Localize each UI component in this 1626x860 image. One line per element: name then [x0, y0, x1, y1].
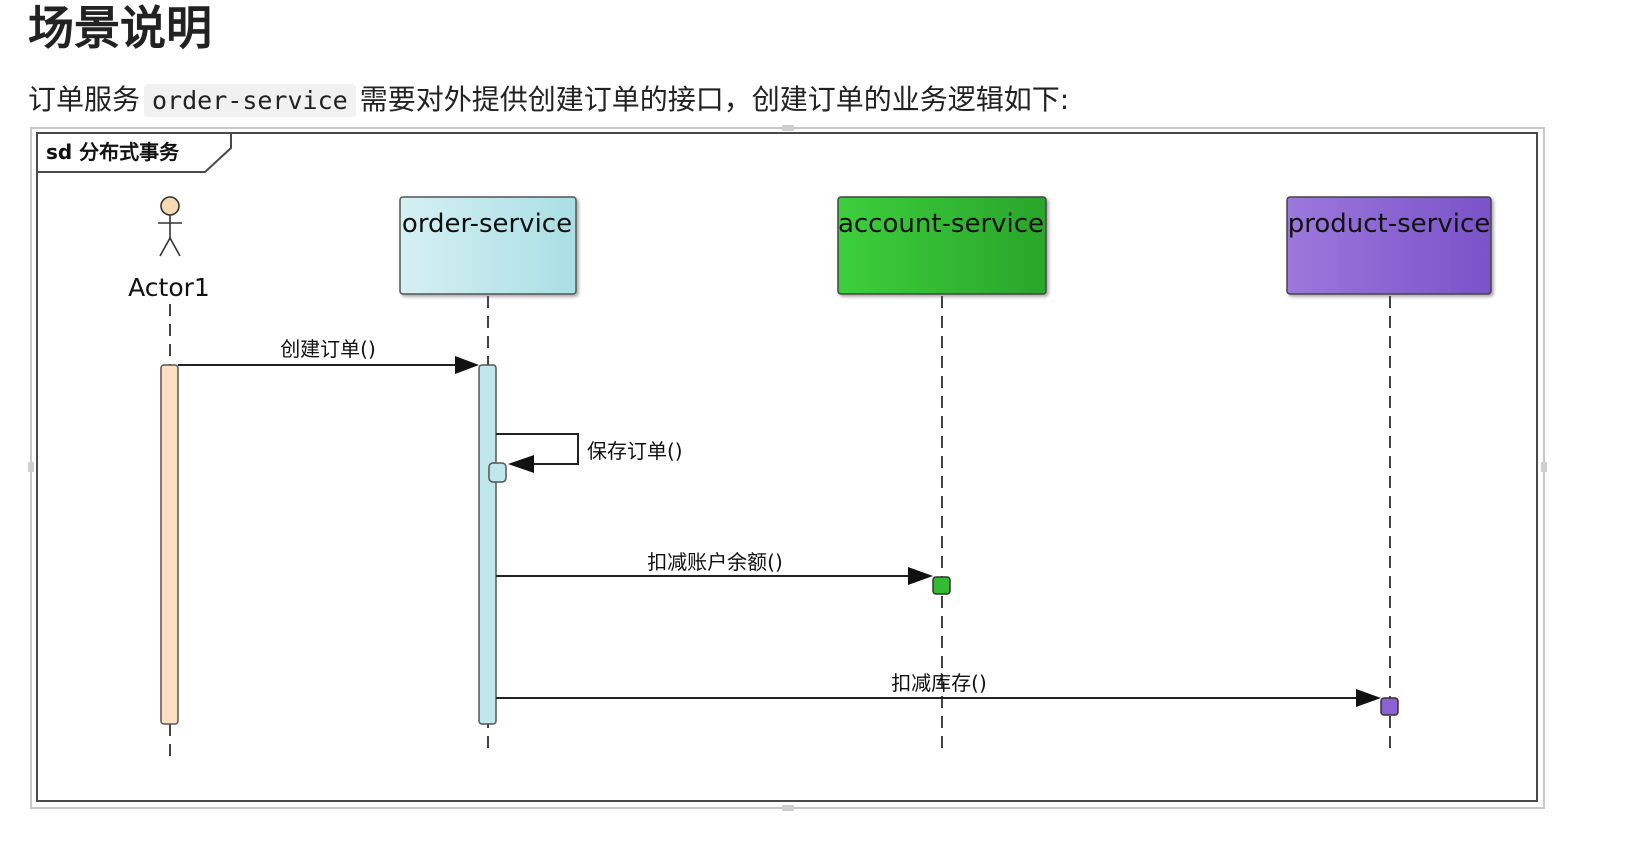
activation-bar-order-service — [478, 364, 497, 725]
message-arrow-create-order — [178, 356, 479, 374]
activation-product-service — [1380, 697, 1399, 716]
page-title: 场景说明 — [28, 1, 212, 55]
participant-box-product-service — [1286, 196, 1492, 295]
message-label-create-order: 创建订单() — [280, 337, 376, 361]
message-arrow-save-order — [496, 433, 579, 473]
intro-text-after: 需要对外提供创建订单的接口，创建订单的业务逻辑如下: — [359, 83, 1070, 116]
activation-self-order-service — [488, 462, 507, 483]
participant-label-actor1: Actor1 — [128, 273, 210, 302]
participant-label-account-service: account-service — [838, 209, 1044, 239]
participant-box-account-service — [837, 196, 1047, 295]
activation-account-service — [932, 576, 951, 595]
message-label-deduct-balance: 扣减账户余额() — [647, 550, 783, 574]
intro-text-before: 订单服务 — [28, 83, 141, 116]
participant-label-product-service: product-service — [1288, 209, 1491, 239]
sd-frame-tab — [36, 132, 232, 173]
participant-label-order-service: order-service — [402, 209, 572, 239]
sd-frame-label: sd 分布式事务 — [46, 140, 180, 164]
message-arrow-deduct-stock — [496, 689, 1381, 707]
message-arrow-deduct-balance — [496, 567, 933, 585]
message-label-save-order: 保存订单() — [587, 439, 683, 463]
inline-code: order-service — [144, 84, 356, 117]
message-label-deduct-stock: 扣减库存() — [891, 671, 987, 695]
activation-bar-actor1 — [160, 364, 179, 725]
participant-box-order-service — [399, 196, 577, 295]
diagram-selection-border — [28, 125, 1547, 811]
actor-figure-icon — [158, 196, 182, 257]
